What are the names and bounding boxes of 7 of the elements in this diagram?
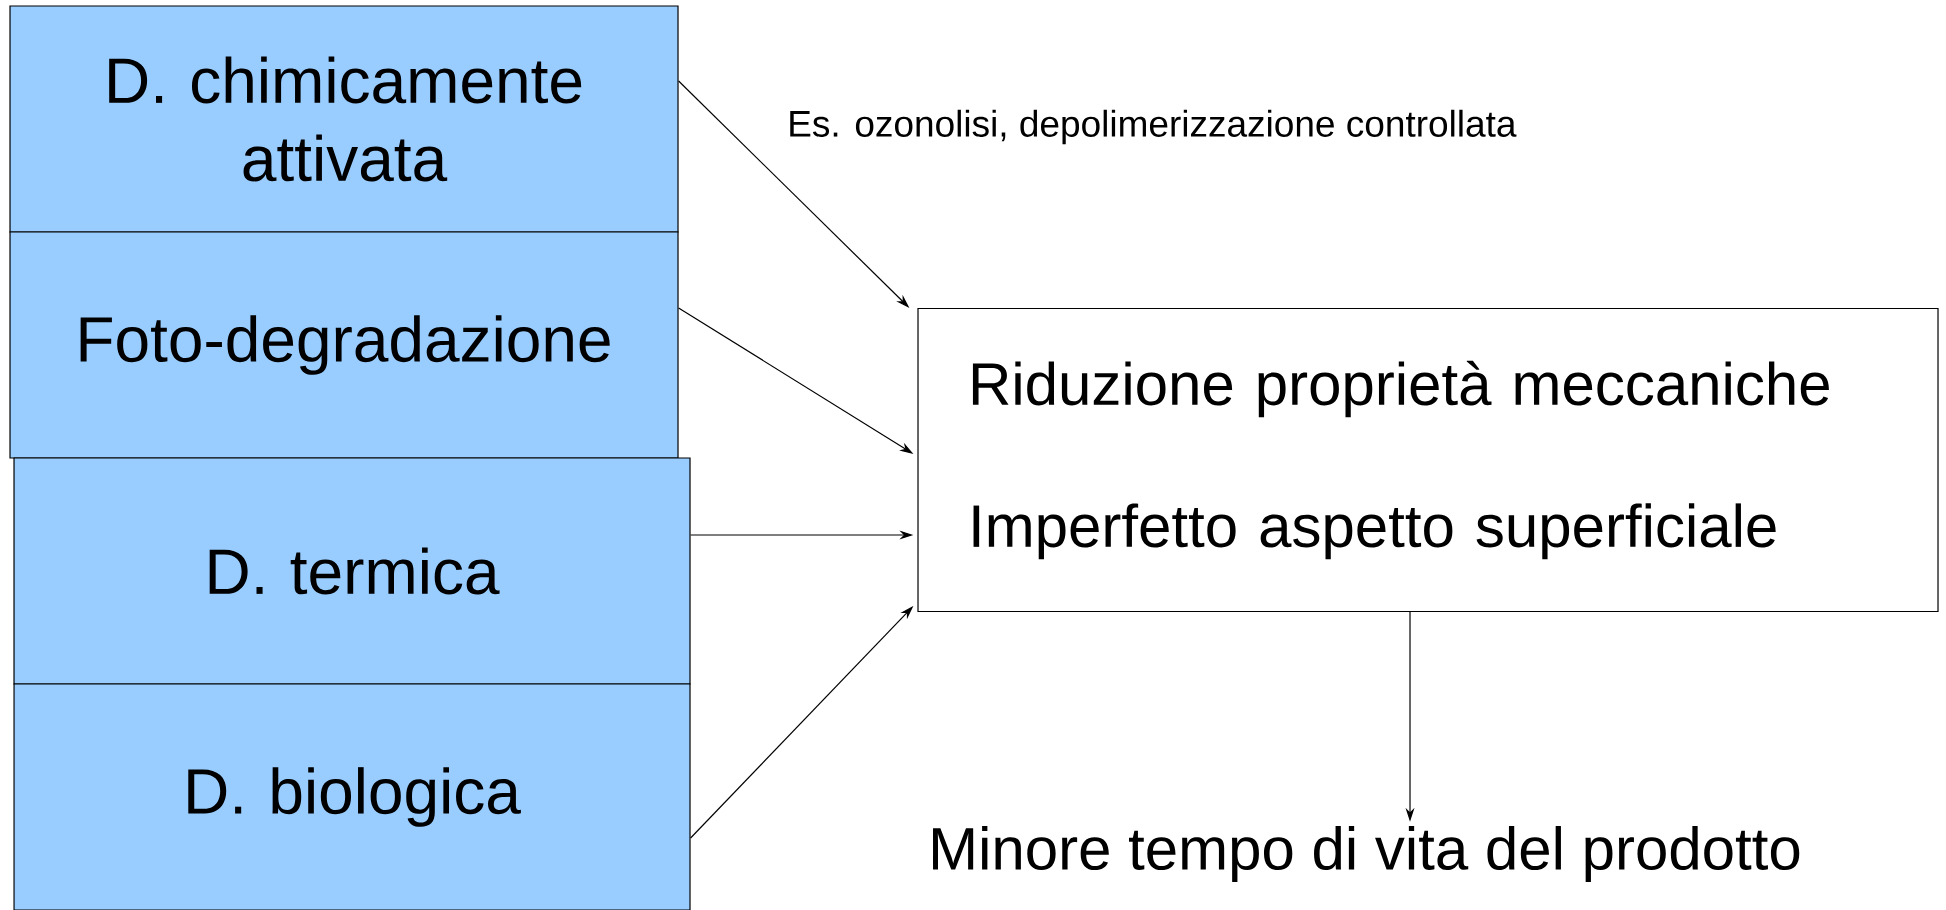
note-text: Es. ozonolisi, depolimerizzazione controllata: [790, 109, 1517, 145]
process-box: D. termica: [13, 457, 691, 685]
result-box: Riduzione proprietà meccaniche Imperfetto aspetto superficiale: [917, 307, 1939, 613]
process-box: D. biologica: [13, 683, 691, 910]
process-box: D. chimicamente attivata: [9, 5, 679, 233]
outcome-text: Minore tempo di vita del prodotto: [933, 826, 1800, 882]
process-box: Foto-degradazione: [9, 231, 679, 459]
